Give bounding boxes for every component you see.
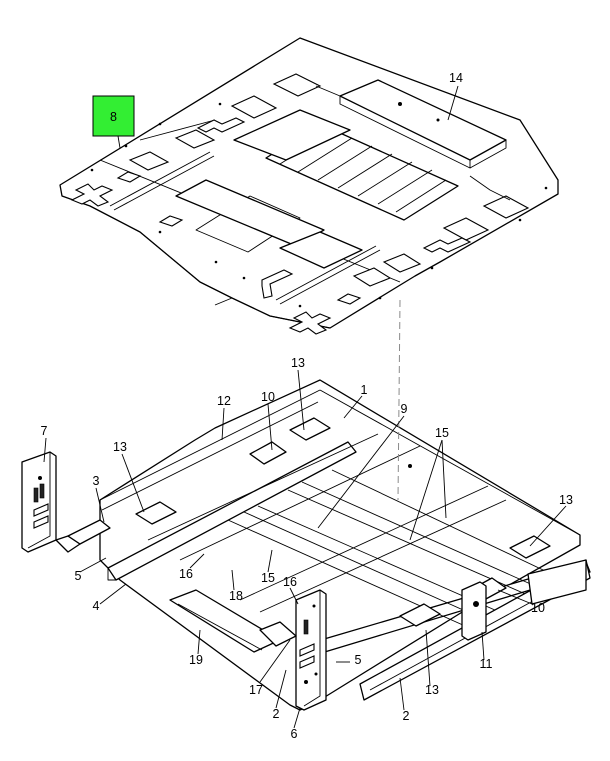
callout-16[interactable]: 16 bbox=[179, 567, 193, 581]
callout-6[interactable]: 6 bbox=[291, 727, 298, 741]
callout-10[interactable]: 10 bbox=[261, 390, 275, 404]
callout-15[interactable]: 15 bbox=[435, 426, 449, 440]
callout-3[interactable]: 3 bbox=[93, 474, 100, 488]
callouts: 14 13 12 10 1 9 15 7 13 3 13 5 16 15 16 … bbox=[41, 71, 573, 741]
callout-13[interactable]: 13 bbox=[113, 440, 127, 454]
callout-12[interactable]: 12 bbox=[217, 394, 231, 408]
highlight-callout-8[interactable]: 8 bbox=[92, 95, 135, 137]
floor-frame bbox=[21, 379, 591, 711]
callout-15[interactable]: 15 bbox=[261, 571, 275, 585]
highlight-label: 8 bbox=[110, 110, 117, 124]
callout-5[interactable]: 5 bbox=[355, 653, 362, 667]
callout-13[interactable]: 13 bbox=[291, 356, 305, 370]
leader-lines bbox=[43, 85, 567, 729]
callout-1[interactable]: 1 bbox=[361, 383, 368, 397]
highlight-box bbox=[92, 95, 135, 137]
callout-16[interactable]: 16 bbox=[283, 575, 297, 589]
callout-19[interactable]: 19 bbox=[189, 653, 203, 667]
callout-9[interactable]: 9 bbox=[401, 402, 408, 416]
callout-10[interactable]: 10 bbox=[531, 601, 545, 615]
callout-5[interactable]: 5 bbox=[75, 569, 82, 583]
callout-13[interactable]: 13 bbox=[425, 683, 439, 697]
floor-panel bbox=[59, 37, 559, 335]
alignment-line bbox=[397, 299, 401, 501]
callout-11[interactable]: 11 bbox=[480, 657, 493, 671]
callout-7[interactable]: 7 bbox=[41, 424, 48, 438]
callout-18[interactable]: 18 bbox=[229, 589, 243, 603]
callout-14[interactable]: 14 bbox=[449, 71, 463, 85]
callout-2[interactable]: 2 bbox=[403, 709, 410, 723]
callout-2[interactable]: 2 bbox=[273, 707, 280, 721]
callout-4[interactable]: 4 bbox=[93, 599, 100, 613]
callout-13[interactable]: 13 bbox=[559, 493, 573, 507]
callout-17[interactable]: 17 bbox=[249, 683, 263, 697]
